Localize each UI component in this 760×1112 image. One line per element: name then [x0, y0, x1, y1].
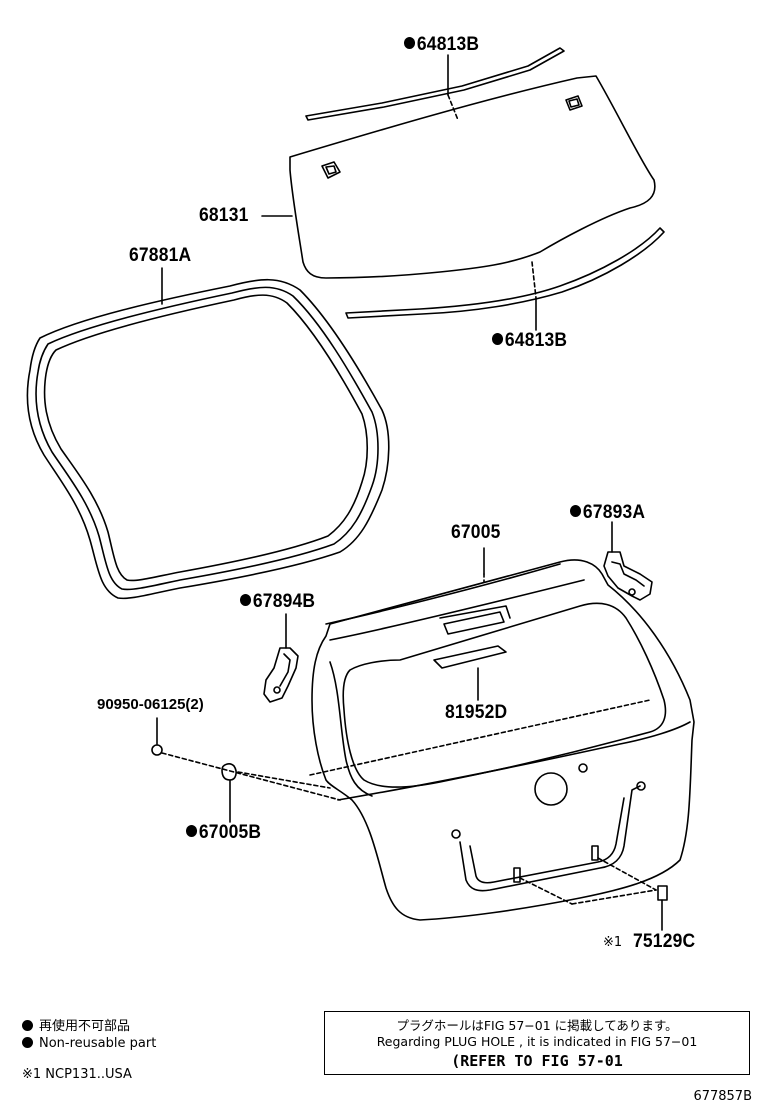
non-reusable-dot-icon	[240, 594, 252, 606]
leader-plug-dash-b	[571, 889, 657, 905]
legend-non-reusable-en: Non-reusable part	[22, 1036, 156, 1051]
non-reusable-dot-icon	[570, 505, 582, 517]
label-hinge-right[interactable]: 67893A	[570, 502, 645, 524]
legend-non-reusable-jp: 再使用不可部品	[22, 1015, 130, 1034]
label-hinge-left[interactable]: 67894B	[240, 591, 315, 613]
glass-drawing	[289, 75, 656, 279]
note-line-ref[interactable]: (REFER TO FIG 57-01	[451, 1052, 623, 1070]
non-reusable-dot-icon	[492, 333, 504, 345]
leader-plug-dash-c	[597, 857, 657, 891]
cushion-drawing	[221, 763, 237, 781]
leader-lower-moulding-dash	[531, 261, 537, 299]
leader-plug-dash-a	[519, 877, 573, 905]
label-weatherstrip[interactable]: 67881A	[129, 245, 192, 266]
weatherstrip-drawing	[26, 278, 390, 600]
label-upper-moulding[interactable]: 64813B	[404, 34, 479, 56]
non-reusable-dot-icon	[186, 825, 198, 837]
back-door-drawing	[311, 559, 695, 921]
label-glass[interactable]: 68131	[199, 205, 249, 226]
leader-upper-moulding-dash	[447, 94, 459, 121]
legend-dot-icon	[22, 1020, 33, 1031]
plug-drawing	[657, 885, 668, 901]
label-cushion[interactable]: 67005B	[186, 822, 261, 844]
plug-hole-note-box: プラグホールはFIG 57−01 に掲載してあります。 Regarding PL…	[324, 1011, 750, 1075]
label-back-door[interactable]: 67005	[451, 522, 501, 543]
label-trim-panel[interactable]: 81952D	[445, 702, 508, 723]
leader-panel-dash	[309, 699, 651, 776]
note-line-jp: プラグホールはFIG 57−01 に掲載してあります。	[396, 1018, 678, 1033]
legend-dot-icon	[22, 1037, 33, 1048]
hinge-left-drawing	[263, 647, 299, 703]
leader-screw-dash	[161, 752, 341, 801]
legend-model-note: ※1 NCP131..USA	[22, 1067, 132, 1082]
lower-moulding-drawing	[345, 227, 665, 319]
label-plug[interactable]: 75129C	[633, 931, 696, 952]
label-screw[interactable]: 90950-06125(2)	[97, 696, 204, 713]
note-line-en: Regarding PLUG HOLE , it is indicated in…	[376, 1034, 698, 1049]
hinge-right-drawing	[603, 551, 653, 601]
screw-drawing	[151, 744, 163, 756]
figure-id: 677857B	[693, 1089, 752, 1104]
plug-note-mark: ※1	[603, 935, 623, 950]
leader-cushion-dash	[237, 771, 331, 789]
label-lower-moulding[interactable]: 64813B	[492, 330, 567, 352]
non-reusable-dot-icon	[404, 37, 416, 49]
upper-moulding-drawing	[305, 47, 565, 121]
